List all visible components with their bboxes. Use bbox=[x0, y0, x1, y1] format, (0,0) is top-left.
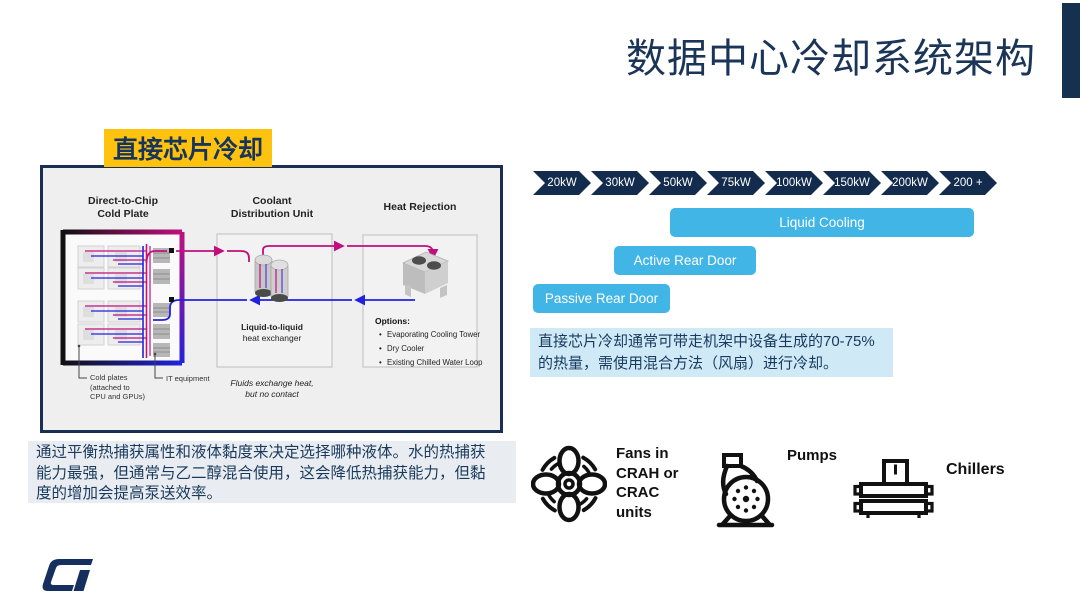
bar-active-rear-door: Active Rear Door bbox=[614, 246, 756, 275]
power-step: 200kW bbox=[881, 171, 939, 195]
bullet-icon: • bbox=[379, 344, 382, 353]
column-title-heat-rejection: Heat Rejection bbox=[383, 201, 457, 213]
power-step: 75kW bbox=[707, 171, 765, 195]
power-step: 100kW bbox=[765, 171, 823, 195]
fluids-note: Fluids exchange heat, but no contact bbox=[230, 378, 314, 399]
diagram-graphics bbox=[60, 229, 478, 379]
options-title: Options: bbox=[375, 316, 410, 326]
page-title: 数据中心冷却系统架构 bbox=[626, 37, 1036, 81]
fan-icon bbox=[531, 445, 607, 523]
column-title-cdu: Coolant Distribution Unit bbox=[230, 195, 314, 220]
column-title-cold-plate: Direct-to-Chip Cold Plate bbox=[88, 195, 158, 220]
left-note: 通过平衡热捕获属性和液体黏度来决定选择哪种液体。水的热捕获 能力最强，但通常与乙… bbox=[28, 441, 516, 503]
right-note: 直接芯片冷却通常可带走机架中设备生成的70-75% 的热量，需使用混合方法（风扇… bbox=[530, 328, 893, 377]
options-list: •Evaporating Cooling Tower •Dry Cooler •… bbox=[379, 328, 483, 370]
power-scale: 20kW 30kW 50kW 75kW 100kW 150kW 200kW 20… bbox=[533, 171, 997, 195]
chiller-icon bbox=[853, 459, 934, 518]
cold-plates-label: Cold plates (attached to CPU and GPUs) bbox=[90, 373, 146, 401]
pump-icon bbox=[716, 453, 775, 528]
bullet-icon: • bbox=[379, 330, 382, 339]
power-step: 50kW bbox=[649, 171, 707, 195]
power-step: 200 + bbox=[939, 171, 997, 195]
fans-label: Fans in CRAH or CRAC units bbox=[616, 445, 679, 521]
section-label: 直接芯片冷却 bbox=[104, 129, 272, 167]
chillers-label: Chillers bbox=[946, 461, 1005, 478]
hx-label: Liquid-to-liquid heat exchanger bbox=[241, 322, 303, 343]
it-equipment-label: IT equipment bbox=[166, 374, 210, 383]
power-step: 30kW bbox=[591, 171, 649, 195]
power-step: 150kW bbox=[823, 171, 881, 195]
bullet-icon: • bbox=[379, 358, 382, 367]
power-step: 20kW bbox=[533, 171, 591, 195]
bar-passive-rear-door: Passive Rear Door bbox=[533, 284, 670, 313]
pumps-label: Pumps bbox=[787, 447, 838, 464]
bar-liquid-cooling: Liquid Cooling bbox=[670, 208, 974, 237]
cooling-diagram: Direct-to-Chip Cold Plate Coolant Distri… bbox=[40, 165, 503, 433]
title-accent-bar bbox=[1062, 3, 1080, 98]
st-logo bbox=[42, 559, 93, 591]
